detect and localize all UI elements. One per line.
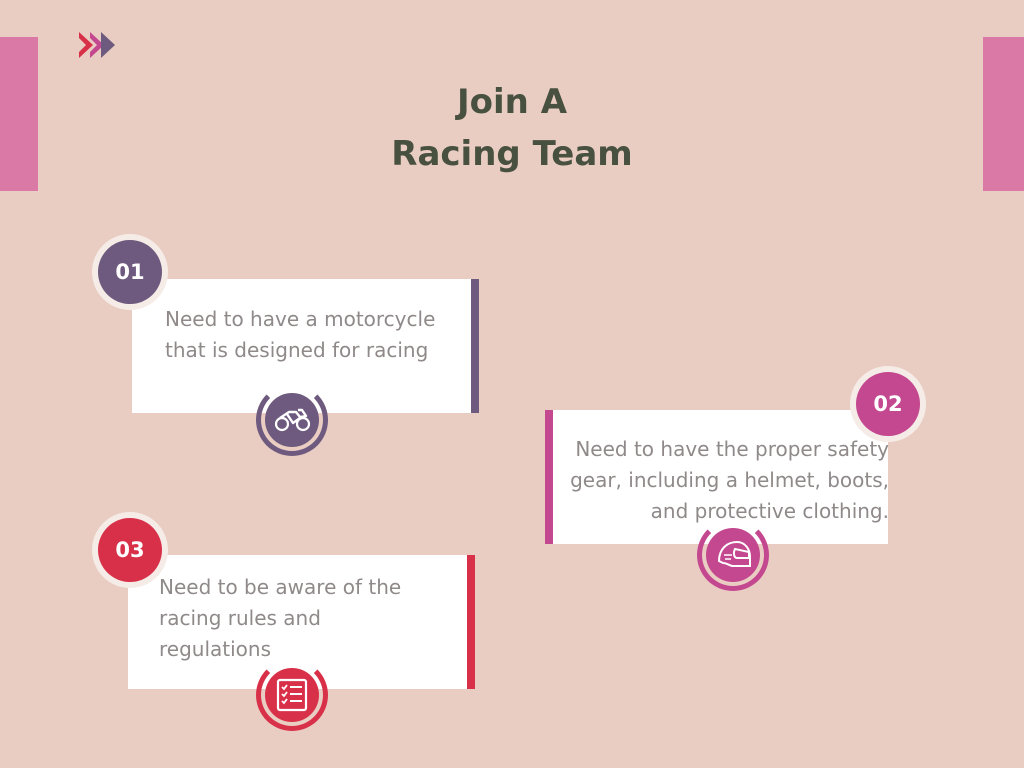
step-card-02-accent <box>545 410 553 544</box>
right-accent-bar <box>983 37 1024 191</box>
step-02-text: Need to have the proper safety gear, inc… <box>570 437 889 523</box>
step-card-01-accent <box>471 279 479 413</box>
motorcycle-badge <box>256 384 328 456</box>
step-number-badge-03: 03 <box>92 512 168 588</box>
step-number-badge-02: 02 <box>850 366 926 442</box>
checklist-icon <box>276 678 308 712</box>
step-03-text: Need to be aware of the racing rules and… <box>159 575 402 661</box>
step-number-badge-01: 01 <box>92 234 168 310</box>
step-02-number: 02 <box>856 372 920 436</box>
step-01-text: Need to have a motorcycle that is design… <box>165 307 436 362</box>
title-line-2: Racing Team <box>391 134 633 174</box>
left-accent-bar <box>0 37 38 191</box>
step-card-03-accent <box>467 555 475 689</box>
step-01-number: 01 <box>98 240 162 304</box>
step-03-number: 03 <box>98 518 162 582</box>
helmet-icon <box>717 540 751 567</box>
step-card-02: Need to have the proper safety gear, inc… <box>545 410 889 544</box>
helmet-badge <box>697 519 769 591</box>
triple-arrow-icon <box>79 32 115 58</box>
title-line-1: Join A <box>456 82 568 122</box>
motorcycle-icon <box>274 408 311 432</box>
page-title: Join A Racing Team <box>0 76 1024 180</box>
checklist-badge <box>256 659 328 731</box>
